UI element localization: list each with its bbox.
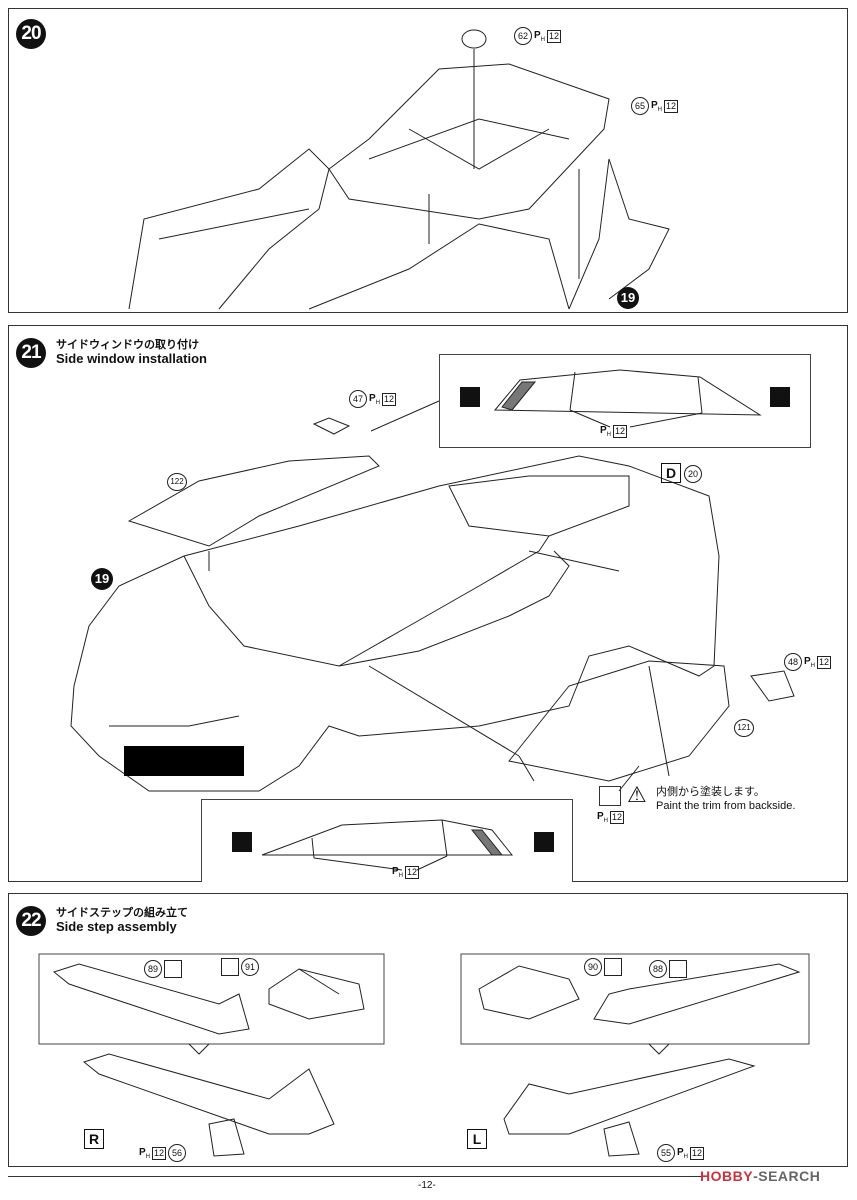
part-number: 47 [349,390,367,408]
decal-number: 20 [684,465,702,483]
part-callout-121: 121 [734,719,754,737]
chassis-assembly-drawing [128,29,670,310]
step-title-en: Side window installation [56,351,207,366]
page-number: -12- [418,1180,436,1191]
part-callout-90: 90 [584,958,622,976]
step-title-jp: サイドウィンドウの取り付け [56,339,199,351]
step-title-en: Side step assembly [56,919,177,934]
part-number: 88 [649,960,667,978]
part-number: 55 [657,1144,675,1162]
part-callout-122: 122 [167,473,187,491]
decal-letter: D [661,463,681,483]
watermark-logo: HOBBY-SEARCH [700,1168,821,1184]
adhesive-icon [460,387,480,407]
part-number: 62 [514,27,532,45]
step-reference-badge: 19 [91,568,113,590]
window-outline-drawing [261,819,514,871]
part-callout-47: 47 PH 12 [349,390,397,408]
paint-note-jp: 内側から塗装します。 [656,786,765,798]
part-callout-55: 55 PH 12 [657,1144,705,1162]
color-number: 12 [664,99,679,113]
part-callout-62: 62 PH 12 [514,27,562,45]
side-step-drawing [38,953,810,1157]
paint-ref: PH [651,99,663,113]
window-detail-inset-bottom: PH 12 [201,799,573,882]
part-number: 121 [734,719,754,737]
paint-note-en: Paint the trim from backside. [656,800,796,812]
part-number: 48 [784,653,802,671]
step-22-panel: 22 サイドステップの組み立て Side step assembly 89 [8,893,848,1167]
step-number: 20 [16,19,46,49]
paint-brush-icon [599,786,621,806]
part-number: 89 [144,960,162,978]
adhesive-icon [770,387,790,407]
paint-ref-callout: PH 12 [600,425,628,438]
paint-ref-callout: PH 12 [597,811,625,824]
car-body-drawing [70,400,795,792]
step-21-panel: 21 サイドウィンドウの取り付け Side window installatio… [8,325,848,882]
color-number: 12 [817,655,832,669]
color-number: 12 [547,29,562,43]
part-number: 122 [167,473,187,491]
step-20-panel: 20 62 PH 12 65 PH 12 19 [8,8,848,313]
color-number: 12 [382,392,397,406]
window-detail-inset-top: PH 12 [439,354,811,448]
part-number: 91 [241,958,259,976]
cut-gate-icon [669,960,687,978]
part-callout-56: PH 12 56 [139,1144,187,1162]
window-outline-drawing [493,369,762,428]
cut-gate-icon [164,960,182,978]
cut-gate-icon [604,958,622,976]
side-letter-l: L [467,1129,487,1149]
part-callout-91: 91 [221,958,259,976]
part-number: 90 [584,958,602,976]
color-number: 12 [405,866,420,879]
color-number: 12 [610,811,625,824]
step-title-jp: サイドステップの組み立て [56,907,188,919]
adhesive-icon [232,832,252,852]
part-number: 56 [168,1144,187,1162]
part-callout-89: 89 [144,960,182,978]
color-number: 12 [613,425,628,438]
part-number: 65 [631,97,649,115]
paint-ref-callout: PH 12 [392,866,420,879]
warning-icon: ⚠ [627,782,647,807]
color-number: 12 [152,1146,167,1160]
part-callout-48: 48 PH 12 [784,653,832,671]
step-number: 21 [16,338,46,368]
paint-ref: PH [534,29,546,43]
part-callout-65: 65 PH 12 [631,97,679,115]
side-letter-r: R [84,1129,104,1149]
adhesive-icon [534,832,554,852]
part-callout-88: 88 [649,960,687,978]
color-number: 12 [690,1146,705,1160]
paint-note: 内側から塗装します。 Paint the trim from backside. [656,785,795,813]
step-number: 22 [16,906,46,936]
step-reference-badge: 19 [617,287,639,309]
footer-divider [8,1176,708,1177]
cut-gate-icon [221,958,239,976]
